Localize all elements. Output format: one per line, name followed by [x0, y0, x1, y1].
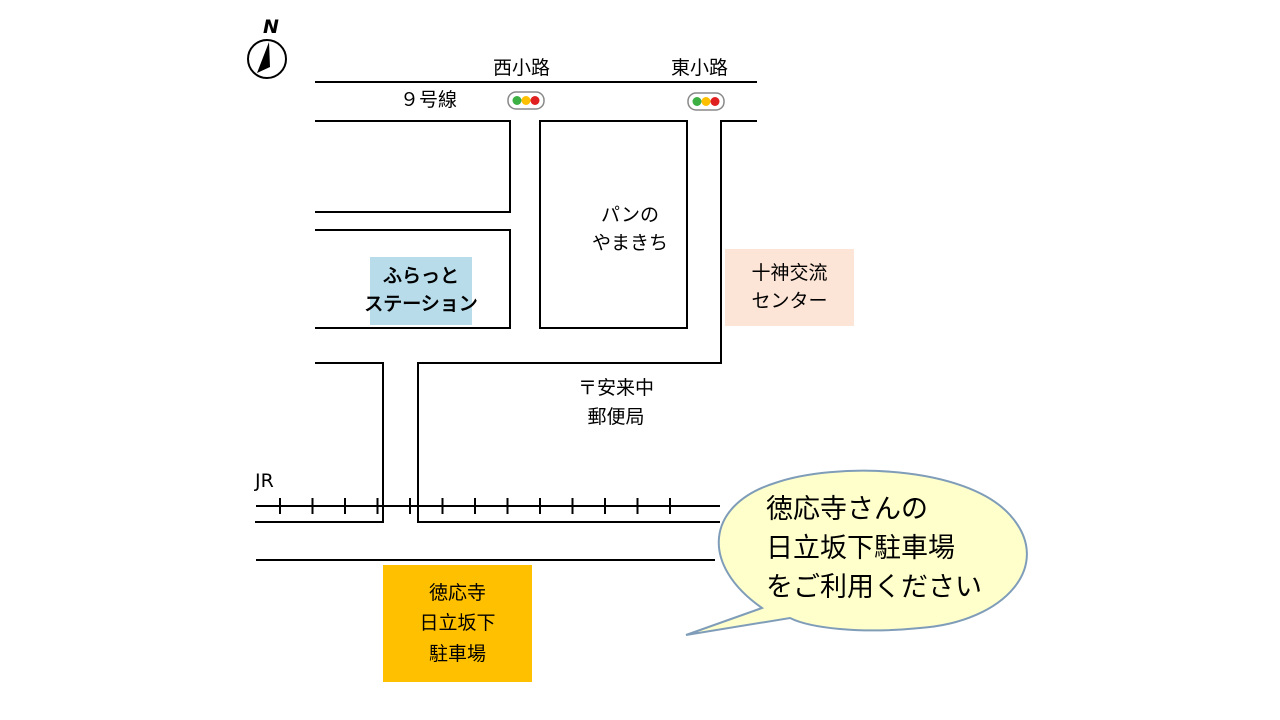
signal-green-light	[692, 97, 702, 106]
signal-red-light	[710, 97, 720, 106]
compass: N	[247, 16, 287, 79]
label-post-office: 〒安来中 郵便局	[578, 377, 655, 429]
traffic-signal-west	[507, 91, 545, 110]
west-road-edge	[255, 362, 384, 523]
traffic-signal-east	[687, 92, 725, 111]
parking-lot: 徳応寺 日立坂下 駐車場	[383, 565, 532, 682]
label-higashikoji: 東小路	[671, 57, 729, 79]
label-bakery: パンの やまきち	[592, 204, 669, 254]
label-nishikoji: 西小路	[493, 57, 551, 79]
east-road-edge	[417, 120, 757, 523]
road-edge-block-a	[315, 120, 511, 213]
road-edge-block-b	[315, 229, 511, 329]
speech-bubble	[685, 469, 1028, 636]
callout-message: 徳応寺さんの 日立坂下駐車場 をご利用ください	[766, 494, 982, 604]
label-jr: JR	[255, 470, 274, 492]
road-outlines	[255, 81, 757, 561]
compass-arrow-icon	[257, 42, 270, 73]
signal-green-light	[512, 96, 522, 105]
bakery-block	[539, 120, 688, 329]
furatto-station: ふらっと ステーション	[364, 257, 478, 325]
signal-yellow-light	[701, 97, 711, 106]
compass-letter: N	[263, 16, 279, 38]
railway-ties	[279, 498, 671, 514]
label-route9: ９号線	[400, 89, 458, 111]
community-center: 十神交流 センター	[725, 249, 854, 326]
signal-yellow-light	[521, 96, 531, 105]
signal-red-light	[530, 96, 540, 105]
